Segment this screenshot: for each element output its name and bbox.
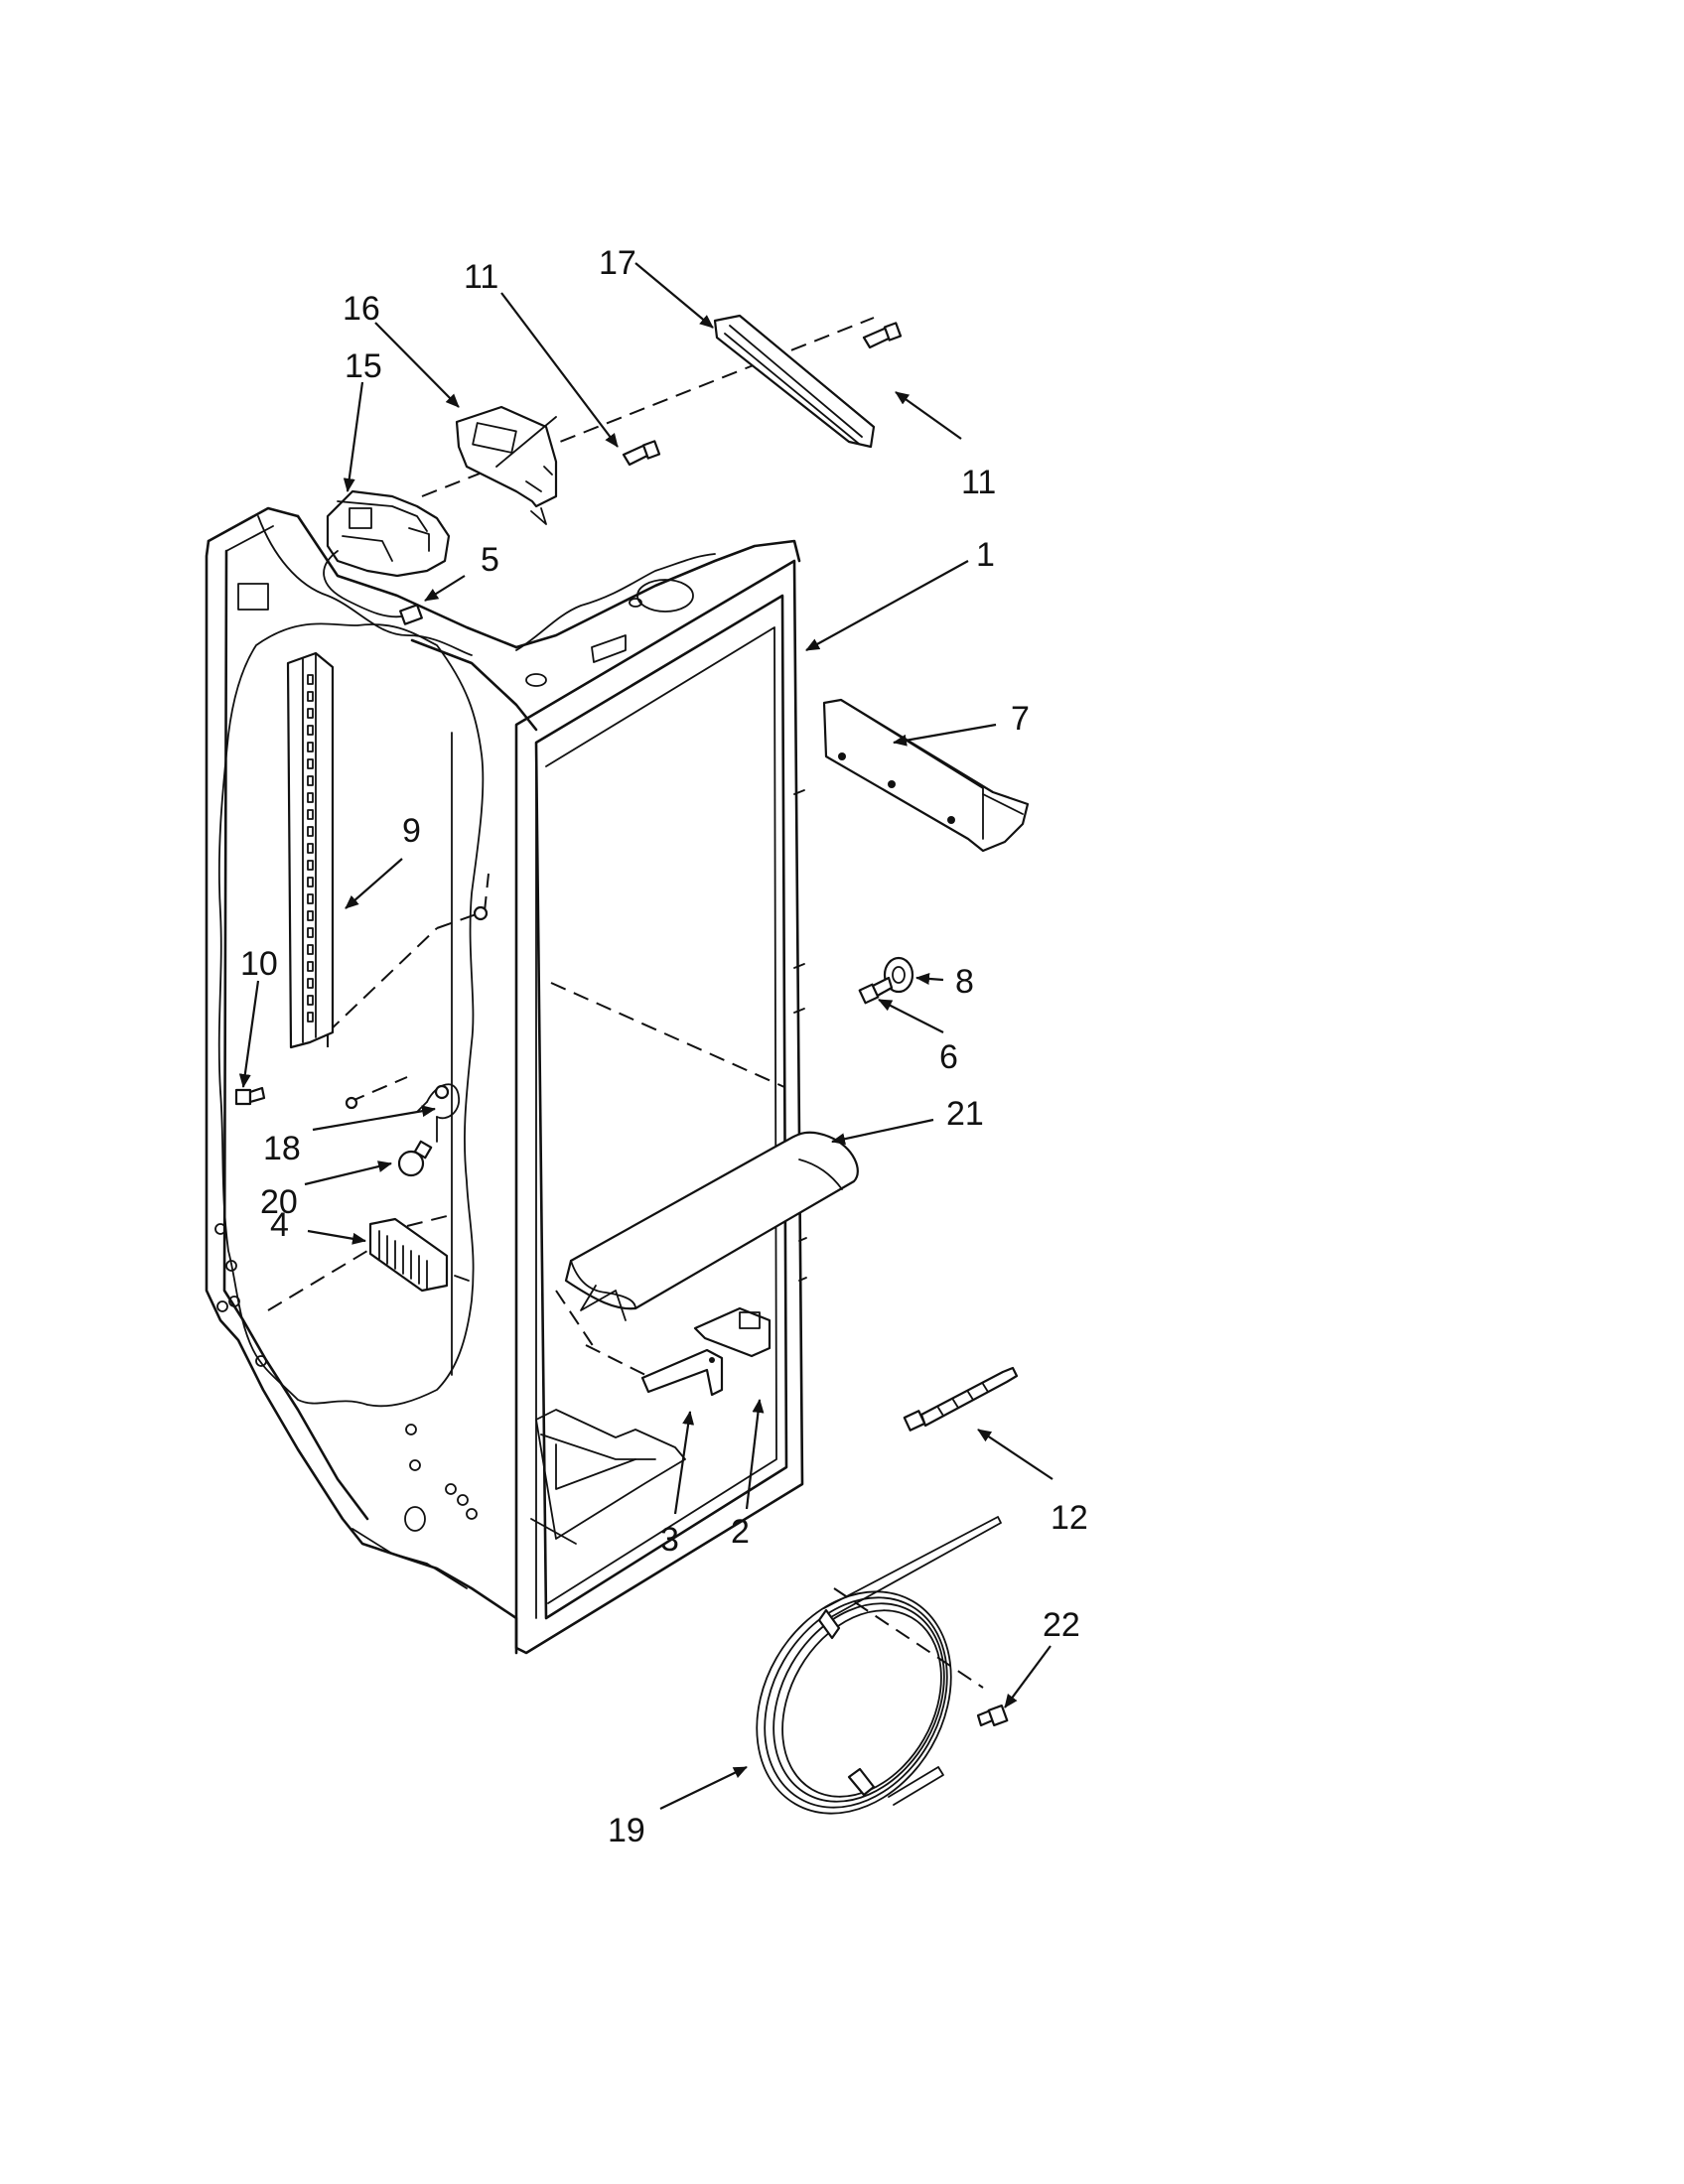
rail-slot [307,1012,314,1023]
control-housing [326,489,451,578]
callout-9: 9 [402,812,421,850]
rail-slot [307,742,314,752]
rail-slot [307,809,314,820]
grille [368,1217,449,1293]
bottom-trim [822,698,1030,853]
side-holes [214,1223,478,1532]
rail-slot [307,708,314,719]
rail-slot [307,674,314,685]
screw-22 [976,1704,1009,1727]
wire-harness [323,550,423,625]
air-duct-cover [564,1131,859,1321]
rail-slot [307,910,314,921]
cabinet-liner [205,317,984,1689]
rail-slot [307,877,314,887]
rail-slot [307,691,314,702]
callout-5: 5 [481,541,499,579]
callout-3: 3 [660,1521,679,1559]
rail-slot [307,826,314,837]
rail-slot [307,961,314,972]
callout-15: 15 [345,347,382,385]
rail-slot [307,893,314,904]
rail-slot [307,775,314,786]
callout-18: 18 [263,1130,301,1167]
small-screw-mount [345,905,489,1110]
rail-slot [307,860,314,871]
leader-lines [238,262,1053,1810]
callout-labels: 1 2 3 4 5 6 7 8 9 10 11 11 12 15 16 17 1… [240,244,1088,1849]
bracket-3 [640,1348,724,1397]
callout-4: 4 [270,1206,289,1244]
grille-slots [378,1230,428,1290]
rail-slots [307,674,314,1023]
callout-22: 22 [1043,1606,1080,1644]
callout-16: 16 [343,290,380,328]
light-bulb [397,1140,433,1177]
light-socket-bracket [455,405,558,525]
rail-slot [307,792,314,803]
callout-8: 8 [955,963,974,1001]
screw-11-left [622,440,661,467]
coiled-tubing [756,1516,1002,1815]
callout-11-top: 11 [464,258,498,296]
top-trim [713,314,876,449]
cable-tie [903,1366,1019,1432]
rail-slot [307,758,314,769]
screw-washer [858,956,914,1005]
callout-17: 17 [599,244,636,282]
shelf-rail [286,651,335,1049]
rail-slot [307,978,314,989]
callout-11-right: 11 [961,464,996,501]
rail-slot [307,944,314,955]
callout-6: 6 [939,1038,958,1076]
callout-1: 1 [976,536,995,574]
callout-20: 20 [260,1183,298,1221]
bracket-2 [693,1306,772,1358]
callout-10: 10 [240,945,278,983]
callout-7: 7 [1011,700,1030,738]
rail-slot [307,927,314,938]
screw-10 [234,1086,266,1106]
rail-slot [307,995,314,1006]
callout-19: 19 [608,1812,645,1849]
callout-12: 12 [1051,1499,1088,1537]
callout-2: 2 [731,1513,750,1551]
rail-slot [307,725,314,736]
rail-slot [307,843,314,854]
callout-21: 21 [946,1095,984,1133]
screw-11-right [862,322,903,349]
